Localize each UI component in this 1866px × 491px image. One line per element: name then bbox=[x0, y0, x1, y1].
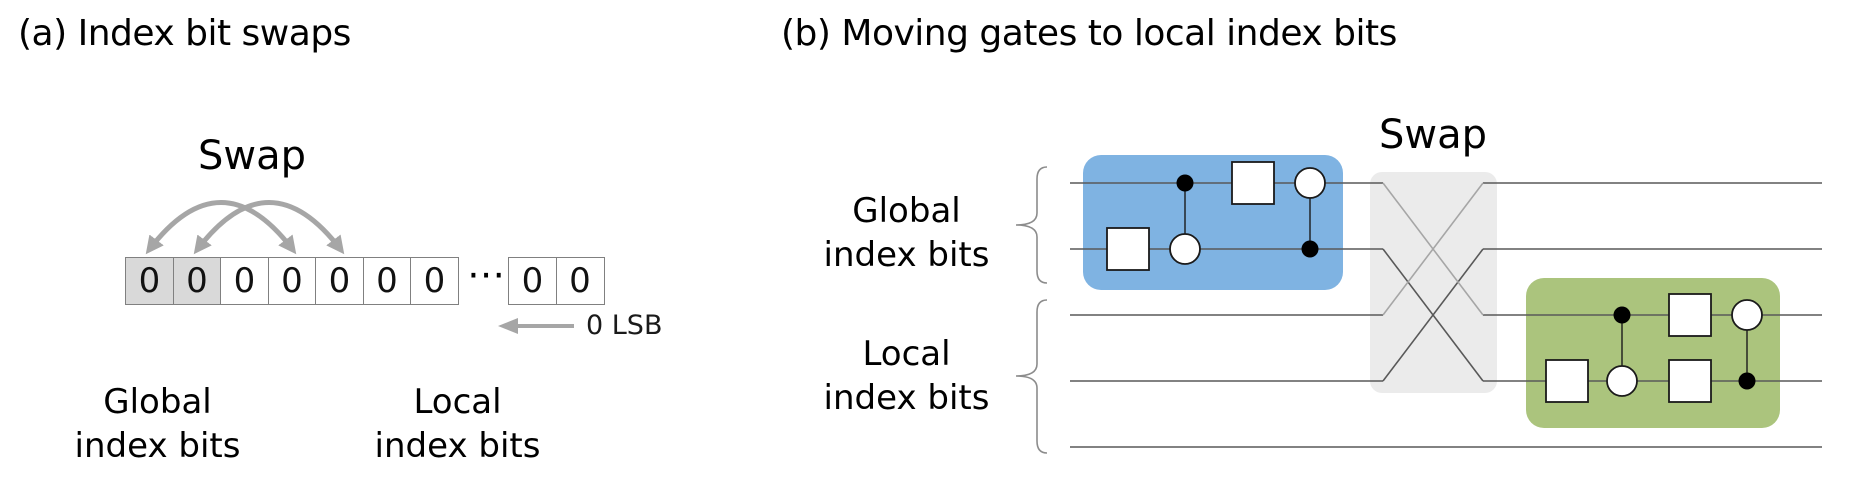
bit-cell: 0 bbox=[315, 257, 364, 305]
local-bits-brace bbox=[1015, 299, 1048, 454]
lsb-label: 0 LSB bbox=[586, 310, 663, 341]
bit-cell: 0 bbox=[220, 257, 269, 305]
control-dot bbox=[1613, 306, 1631, 324]
control-dot bbox=[1301, 240, 1319, 258]
lsb-arrow-icon bbox=[498, 318, 574, 334]
bit-cell: 0 bbox=[125, 257, 174, 305]
gate-box bbox=[1106, 227, 1150, 271]
bit-cell: 0 bbox=[362, 257, 412, 305]
target-circle bbox=[1294, 167, 1326, 199]
swap-arcs bbox=[145, 200, 345, 255]
gate-box bbox=[1545, 359, 1589, 403]
control-dot bbox=[1738, 372, 1756, 390]
panel-a-title: (a) Index bit swaps bbox=[18, 13, 351, 54]
swap-arc-2-5 bbox=[193, 200, 345, 255]
panel-a-global-label: Global index bits bbox=[55, 381, 260, 468]
bit-cell: 0 bbox=[555, 257, 605, 305]
swap-crossings-light bbox=[1382, 182, 1484, 316]
swap-arc-1-4 bbox=[145, 200, 297, 255]
target-circle bbox=[1169, 233, 1201, 265]
swap-cross-4-2 bbox=[1382, 248, 1484, 382]
local-label-line2: index bits bbox=[823, 377, 990, 418]
panel-b-global-label: Global index bits bbox=[804, 190, 1009, 277]
panel-a-local-label: Local index bits bbox=[355, 381, 560, 468]
blue-block-gates bbox=[1106, 161, 1326, 271]
local-label-line1: Local bbox=[862, 334, 951, 374]
swap-cross-3-1 bbox=[1382, 182, 1484, 316]
group-braces bbox=[1015, 166, 1048, 454]
bit-ellipsis: ⋯ bbox=[467, 252, 505, 296]
bit-cell: 0 bbox=[410, 257, 459, 305]
target-circle bbox=[1606, 365, 1638, 397]
bit-cell: 0 bbox=[267, 257, 317, 305]
gate-box bbox=[1668, 293, 1712, 337]
gate-box bbox=[1668, 359, 1712, 403]
panel-b-title: (b) Moving gates to local index bits bbox=[781, 13, 1397, 54]
panel-b-local-label: Local index bits bbox=[804, 333, 1009, 420]
bit-cell: 0 bbox=[508, 257, 557, 305]
bit-cell: 0 bbox=[172, 257, 222, 305]
local-label-line1: Local bbox=[413, 382, 502, 422]
swap-block bbox=[1370, 172, 1497, 393]
global-label-line1: Global bbox=[852, 191, 961, 231]
global-label-line1: Global bbox=[103, 382, 212, 422]
global-bits-brace bbox=[1015, 166, 1048, 284]
target-circle bbox=[1731, 299, 1763, 331]
global-label-line2: index bits bbox=[74, 425, 241, 466]
control-dot bbox=[1176, 174, 1194, 192]
panel-a-swap-label: Swap bbox=[197, 133, 306, 179]
local-label-line2: index bits bbox=[374, 425, 541, 466]
global-label-line2: index bits bbox=[823, 234, 990, 275]
gate-box bbox=[1231, 161, 1275, 205]
green-block-gates bbox=[1545, 293, 1763, 403]
panel-b-swap-label: Swap bbox=[1378, 112, 1487, 158]
